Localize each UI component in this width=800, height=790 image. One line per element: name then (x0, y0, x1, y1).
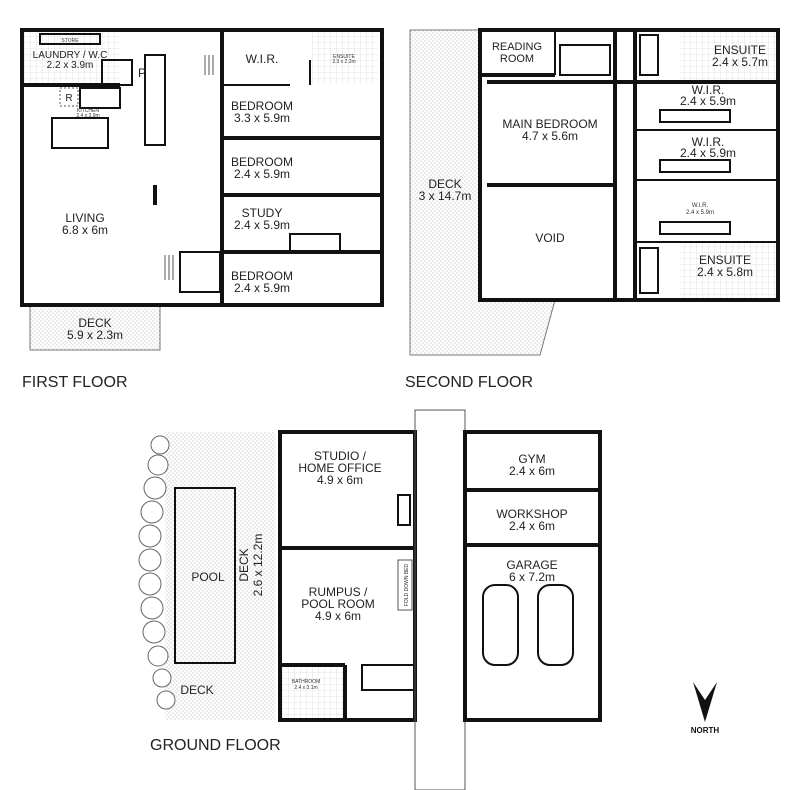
bedroom3-label: BEDROOM (231, 269, 293, 283)
bathroom-size: 2.4 x 3.1m (294, 685, 317, 691)
ground-deck-label: DECK (237, 548, 251, 581)
hedge-trees (138, 435, 176, 710)
second-floor: READING ROOM ENSUITE 2.4 x 5.7m W.I.R. 2… (405, 28, 780, 391)
study-label: STUDY (242, 206, 283, 220)
rumpus-label-2: POOL ROOM (301, 597, 375, 611)
pool (174, 487, 236, 664)
bedroom3-size: 2.4 x 5.9m (234, 281, 290, 295)
ensuite-label: ENSUITE (333, 54, 355, 60)
ground-floor-title: GROUND FLOOR (150, 737, 281, 754)
ground-floor: POOL DECK 2.6 x 12.2m DECK STUDIO / HOME… (138, 409, 602, 790)
pantry-label: P (138, 66, 146, 80)
bathroom-label: BATHROOM (292, 679, 321, 685)
studio-label: STUDIO / (314, 449, 367, 463)
workshop-size: 2.4 x 6m (509, 519, 555, 533)
first-floor-title: FIRST FLOOR (22, 374, 128, 391)
pool-label: POOL (191, 570, 225, 584)
fridge (59, 87, 79, 107)
rumpus-size: 4.9 x 6m (315, 609, 361, 623)
ground-deck-size: 2.6 x 12.2m (251, 534, 265, 597)
bedroom2-size: 2.4 x 5.9m (234, 167, 290, 181)
workshop-label: WORKSHOP (496, 507, 567, 521)
second-deck-size: 3 x 14.7m (419, 189, 472, 203)
first-deck-size: 5.9 x 2.3m (67, 328, 123, 342)
garage-label: GARAGE (506, 558, 557, 572)
kitchen-label: KITCHEN (77, 108, 99, 114)
north-label: NORTH (691, 726, 720, 735)
wir2-size: 2.4 x 5.9m (680, 146, 736, 160)
living-label: LIVING (65, 211, 104, 225)
ensuite-floor (312, 32, 378, 84)
first-deck (29, 304, 161, 351)
wir-label: W.I.R. (246, 52, 279, 66)
bathtub-icon (639, 247, 659, 294)
rumpus-label: RUMPUS / (309, 585, 368, 599)
north-arrow-icon: NORTH (691, 682, 720, 735)
void-label: VOID (535, 231, 565, 245)
wir1-size: 2.4 x 5.9m (680, 94, 736, 108)
living-size: 6.8 x 6m (62, 223, 108, 237)
pantry (101, 59, 133, 86)
second-floor-title: SECOND FLOOR (405, 374, 533, 391)
reading-room-label-2: ROOM (500, 53, 534, 65)
ensuite1-label: ENSUITE (714, 43, 766, 57)
wir1-label: W.I.R. (692, 83, 725, 97)
reading-room-label: READING (492, 41, 542, 53)
wir2-label: W.I.R. (692, 135, 725, 149)
garage-size: 6 x 7.2m (509, 570, 555, 584)
kitchen-size: 2.4 x 3.9m (76, 113, 99, 119)
bedroom2-label: BEDROOM (231, 155, 293, 169)
store (39, 33, 101, 45)
ensuite2-size: 2.4 x 5.8m (697, 265, 753, 279)
fold-down-bed-label: FOLD DOWN BED (404, 564, 410, 607)
kitchen-island (51, 117, 109, 149)
ensuite1-size: 2.4 x 5.7m (712, 55, 768, 69)
bedroom1-size: 3.3 x 5.9m (234, 111, 290, 125)
store-label: STORE (61, 38, 79, 44)
study-size: 2.4 x 5.9m (234, 218, 290, 232)
bedroom1-label: BEDROOM (231, 99, 293, 113)
ensuite-size: 2.3 x 2.2m (332, 59, 355, 65)
first-floor: STORE LAUNDRY / W.C 2.2 x 3.9m P R KITCH… (20, 28, 384, 391)
car-icon (482, 584, 574, 666)
gym-label: GYM (518, 452, 545, 466)
main-bedroom-size: 4.7 x 5.6m (522, 129, 578, 143)
ensuite2-label: ENSUITE (699, 253, 751, 267)
studio-size: 4.9 x 6m (317, 473, 363, 487)
second-deck-label: DECK (428, 177, 461, 191)
bathtub-icon (639, 34, 659, 76)
main-bedroom-label: MAIN BEDROOM (502, 117, 597, 131)
wir3-label: W.I.R. (692, 203, 709, 209)
fridge-label: R (65, 93, 72, 104)
deck2-label: DECK (180, 683, 213, 697)
gym-size: 2.4 x 6m (509, 464, 555, 478)
kitchen-bench (79, 87, 121, 109)
laundry-label: LAUNDRY / W.C (33, 50, 108, 61)
studio-label-2: HOME OFFICE (298, 461, 381, 475)
first-deck-label: DECK (78, 316, 111, 330)
laundry-size: 2.2 x 3.9m (47, 60, 94, 71)
wir3-size: 2.4 x 5.9m (686, 210, 714, 216)
